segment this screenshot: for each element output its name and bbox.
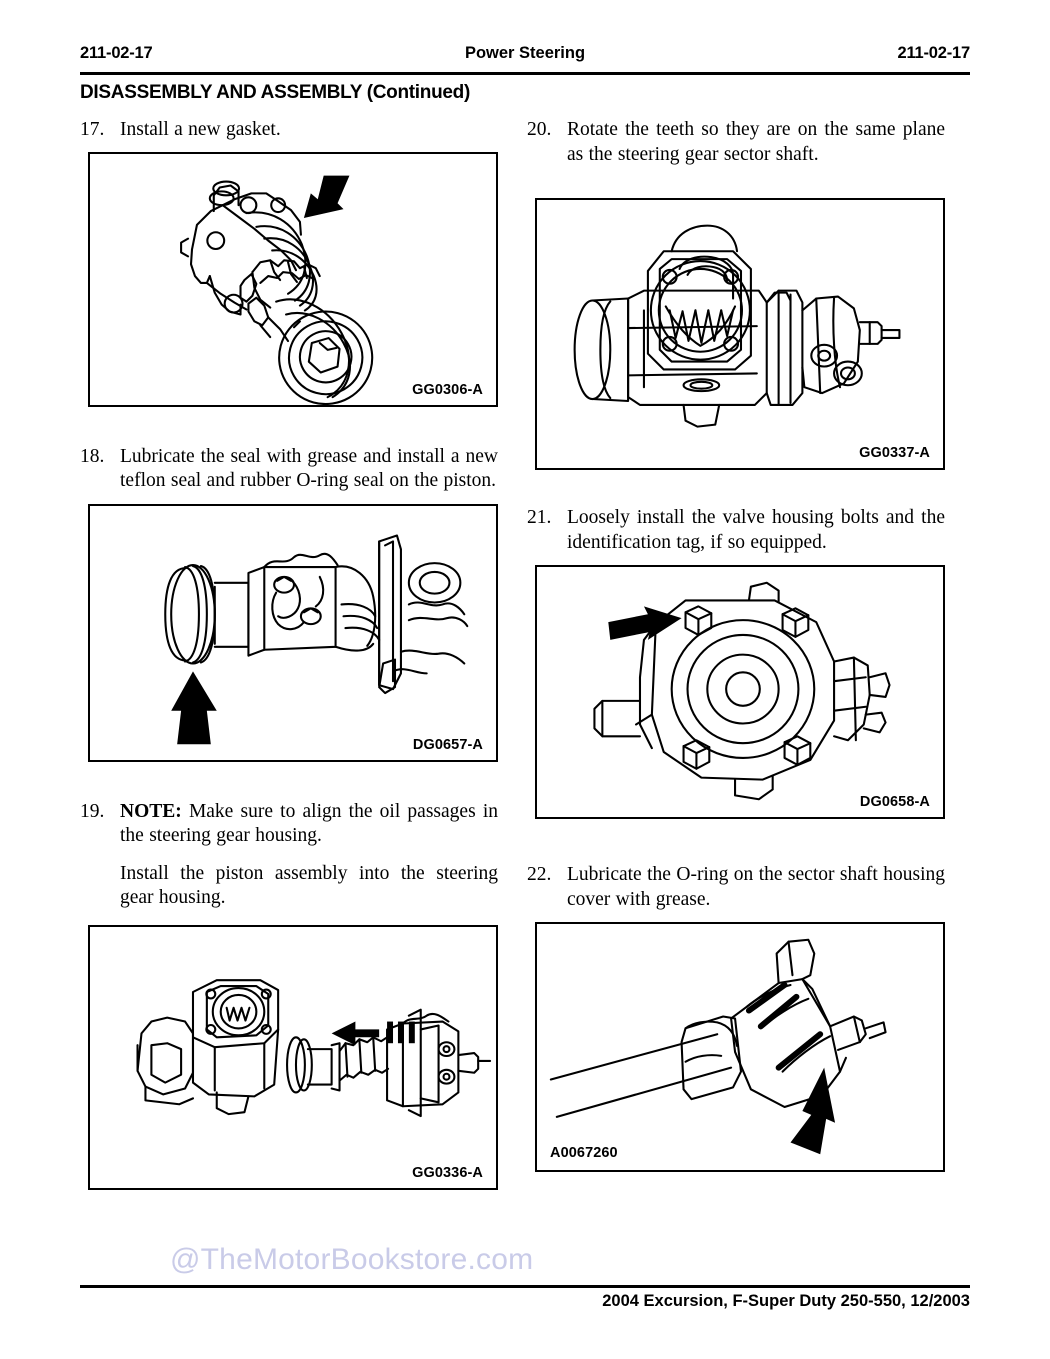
step-22: 22. Lubricate the O-ring on the sector s… [527,863,945,912]
callout-arrow [790,1067,836,1155]
figure-id-dg0658: DG0658-A [859,794,930,810]
step-17: 17. Install a new gasket. [80,118,498,143]
figure-dg0658: DG0658-A [535,565,945,819]
header-title: Power Steering [464,44,586,62]
figure-id-gg0306: GG0306-A [412,381,483,398]
footer-text: 2004 Excursion, F-Super Duty 250-550, 12… [602,1292,970,1310]
footer-divider [80,1285,970,1288]
right-column: 20. Rotate the teeth so they are on the … [527,118,945,1172]
header-page-number-left: 211-02-17 [80,44,153,62]
step-21: 21. Loosely install the valve housing bo… [527,506,945,555]
callout-arrow [608,606,682,640]
figure-id-gg0337: GG0337-A [859,445,930,461]
callout-arrow [331,1021,415,1045]
note-label: NOTE: [120,800,182,822]
step-21-text: Loosely install the valve housing bolts … [567,507,945,553]
header-divider [80,72,970,75]
step-18: 18. Lubricate the seal with grease and i… [80,445,498,494]
header-page-number-right: 211-02-17 [897,44,970,62]
step-19: 19. NOTE: Make sure to align the oil pas… [80,800,498,911]
step-19-number: 19. [80,800,105,822]
figure-id-gg0336: GG0336-A [412,1164,483,1181]
figure-gg0336: GG0336-A [88,924,498,1190]
page-header: 211-02-17 Power Steering 211-02-17 [80,44,970,68]
figure-id-a0067260: A0067260 [550,1145,618,1161]
step-17-text: Install a new gasket. [120,119,281,140]
figure-gg0337: GG0337-A [535,198,945,470]
step-20: 20. Rotate the teeth so they are on the … [527,118,945,167]
step-17-number: 17. [80,119,105,140]
left-column: 17. Install a new gasket. [80,118,498,1190]
step-18-text: Lubricate the seal with grease and insta… [120,445,498,492]
step-22-text: Lubricate the O-ring on the sector shaft… [567,864,945,910]
figure-gg0306: GG0306-A [88,151,498,407]
figure-a0067260: A0067260 [535,922,945,1172]
step-19-note-paragraph: NOTE: Make sure to align the oil passage… [120,800,498,849]
callout-arrow [303,175,350,218]
step-20-number: 20. [527,119,552,140]
step-20-text: Rotate the teeth so they are on the same… [567,119,945,165]
figure-dg0657: DG0657-A [88,503,498,762]
step-18-number: 18. [80,445,105,467]
section-title: DISASSEMBLY AND ASSEMBLY (Continued) [80,82,471,103]
step-19-text-2: Install the piston assembly into the ste… [120,862,498,909]
step-22-number: 22. [527,864,552,885]
callout-arrow [171,670,217,744]
step-21-number: 21. [527,507,552,528]
figure-id-dg0657: DG0657-A [412,736,483,753]
step-19-text-1: Make sure to align the oil passages in t… [120,800,498,847]
watermark: @TheMotorBookstore.com [170,1243,534,1276]
